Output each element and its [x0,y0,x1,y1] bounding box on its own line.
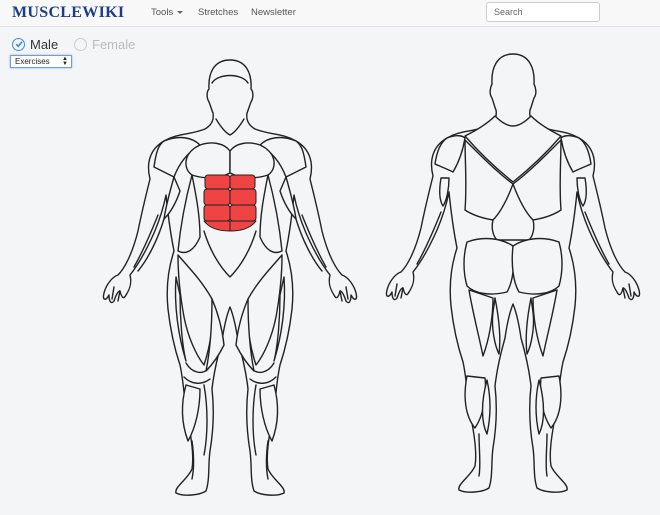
logo-part-muscle: MUSCLE [12,4,83,21]
back-deltoid-right [560,135,592,173]
back-calf-left-inner [481,379,491,435]
back-trapezius [464,115,562,183]
front-oblique-right [259,174,283,254]
back-hamstring-right-inner [525,297,535,355]
front-calf-left [181,384,201,442]
back-deltoid-left [434,135,466,173]
search-input[interactable] [486,2,600,22]
back-hamstring-left [468,289,494,357]
nav-tools-dropdown[interactable]: Tools [151,7,184,18]
nav-tools-label: Tools [151,7,174,18]
top-navbar: MUSCLEWIKI Tools Stretches Newsletter [0,0,660,27]
back-achilles-lines [478,433,548,477]
back-lower-back [491,183,535,241]
check-circle-icon [12,37,25,51]
front-lower-abdomen [203,230,257,278]
caret-down-icon [177,10,184,14]
front-oblique-left [177,174,201,254]
gender-female-radio[interactable]: Female [74,36,135,52]
view-select[interactable]: Exercises ▲▼ [10,55,72,68]
back-forearm-lines [416,211,610,265]
back-glute-right [511,237,563,295]
front-quad-right-outer [273,276,286,362]
front-quad-right [246,254,283,366]
back-fingers [394,283,632,299]
front-hair-line [211,74,249,84]
back-hamstring-right [532,289,558,357]
front-forearm-left-lines [133,214,165,272]
front-forearm-right-lines [295,214,327,272]
checkmark-icon [15,41,23,48]
front-quad-left-inner [205,298,225,372]
nav-newsletter-link[interactable]: Newsletter [251,7,296,18]
view-select-value: Exercises [15,57,50,66]
back-calf-right-inner [535,379,545,435]
front-calf-right-inner [252,384,257,456]
front-body-diagram[interactable] [100,55,360,505]
front-quad-left-outer [174,276,187,362]
nav-stretches-link[interactable]: Stretches [198,7,239,18]
radio-circle-icon [74,37,87,51]
front-neck-lines [215,118,245,136]
front-fingers [111,286,349,302]
front-quad-left [177,254,214,366]
front-calf-right [259,384,279,442]
back-glute-left [463,237,515,295]
front-knee-left [183,362,211,384]
back-body-diagram[interactable] [383,50,643,505]
front-shin-lines [191,440,269,480]
back-tricep-left [438,177,450,207]
back-hamstring-left-inner [491,297,501,355]
gender-male-label: Male [30,36,59,52]
gender-male-radio[interactable]: Male [12,36,58,52]
front-quad-right-inner [235,298,255,372]
front-knee-right [249,362,277,384]
gender-female-label: Female [92,36,136,52]
logo-part-wiki: WIKI [82,4,125,21]
site-logo[interactable]: MUSCLEWIKI [12,4,124,22]
back-tricep-right [576,177,588,207]
front-calf-left-inner [203,384,208,456]
select-arrows-icon: ▲▼ [62,56,68,67]
abdominals-icon[interactable] [203,174,257,232]
